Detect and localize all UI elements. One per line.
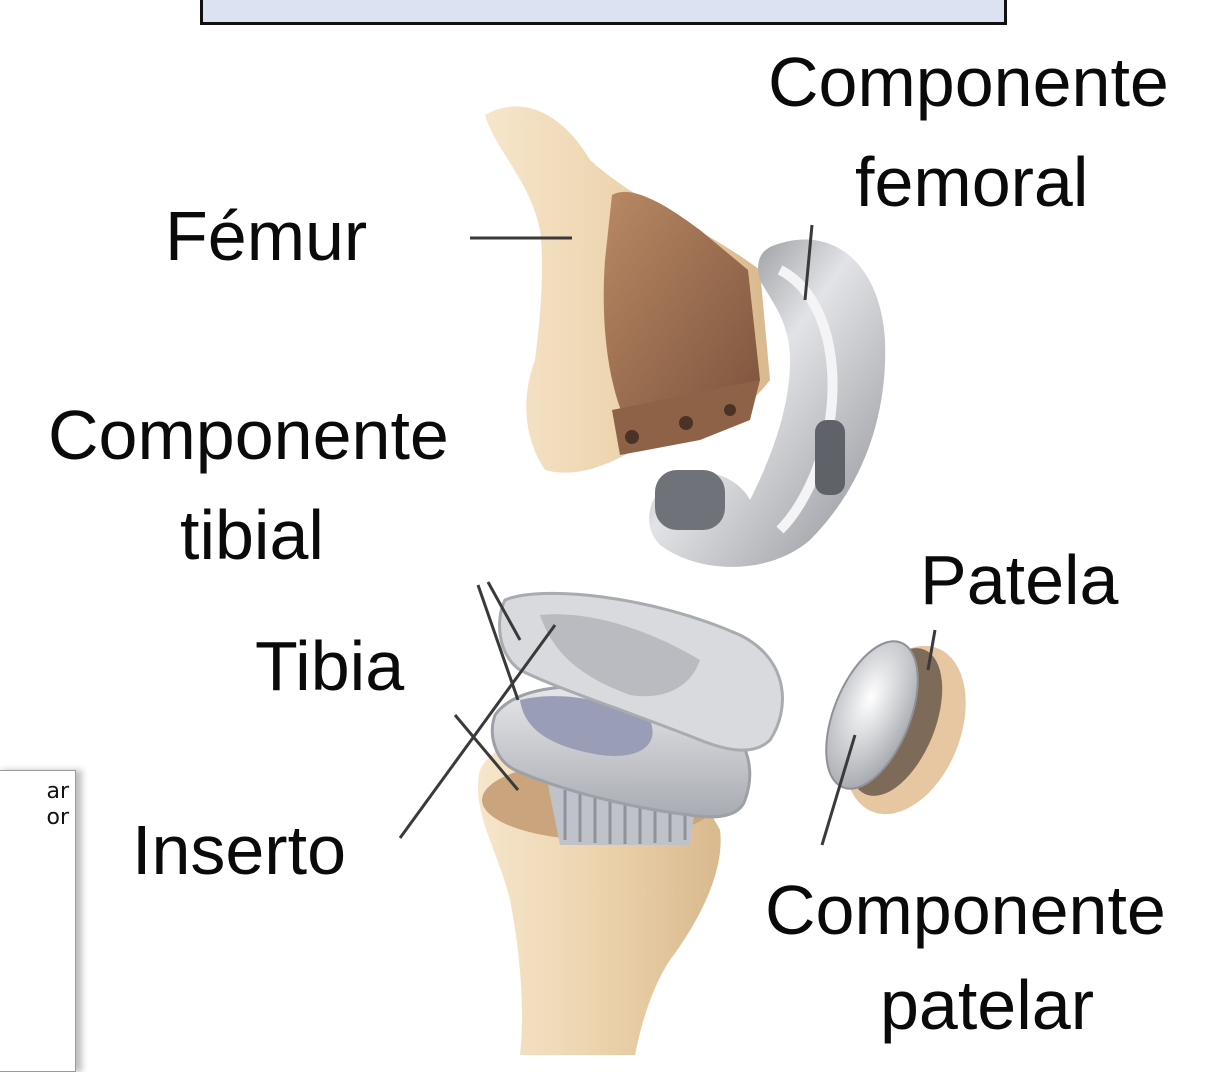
label-femoral-component-line2: femoral <box>855 142 1088 222</box>
femoral-lug-inner <box>815 420 845 495</box>
label-femur: Fémur <box>165 196 367 276</box>
side-note-line2: or <box>46 805 69 831</box>
label-femoral-component-line1: Componente <box>768 42 1169 122</box>
peg-hole <box>724 404 736 416</box>
peg-hole <box>625 430 639 444</box>
femoral-lug <box>655 470 725 530</box>
label-patella: Patela <box>920 540 1118 620</box>
label-tibial-component-line2: tibial <box>180 495 324 575</box>
label-patellar-component-line2: patelar <box>880 965 1094 1045</box>
label-tibial-component-line1: Componente <box>48 395 449 475</box>
side-note-box: ar or <box>0 770 76 1072</box>
label-tibia: Tibia <box>255 626 404 706</box>
peg-hole <box>679 416 693 430</box>
side-note-line1: ar <box>46 779 69 805</box>
label-patellar-component-line1: Componente <box>765 870 1166 950</box>
label-insert: Inserto <box>132 810 346 890</box>
